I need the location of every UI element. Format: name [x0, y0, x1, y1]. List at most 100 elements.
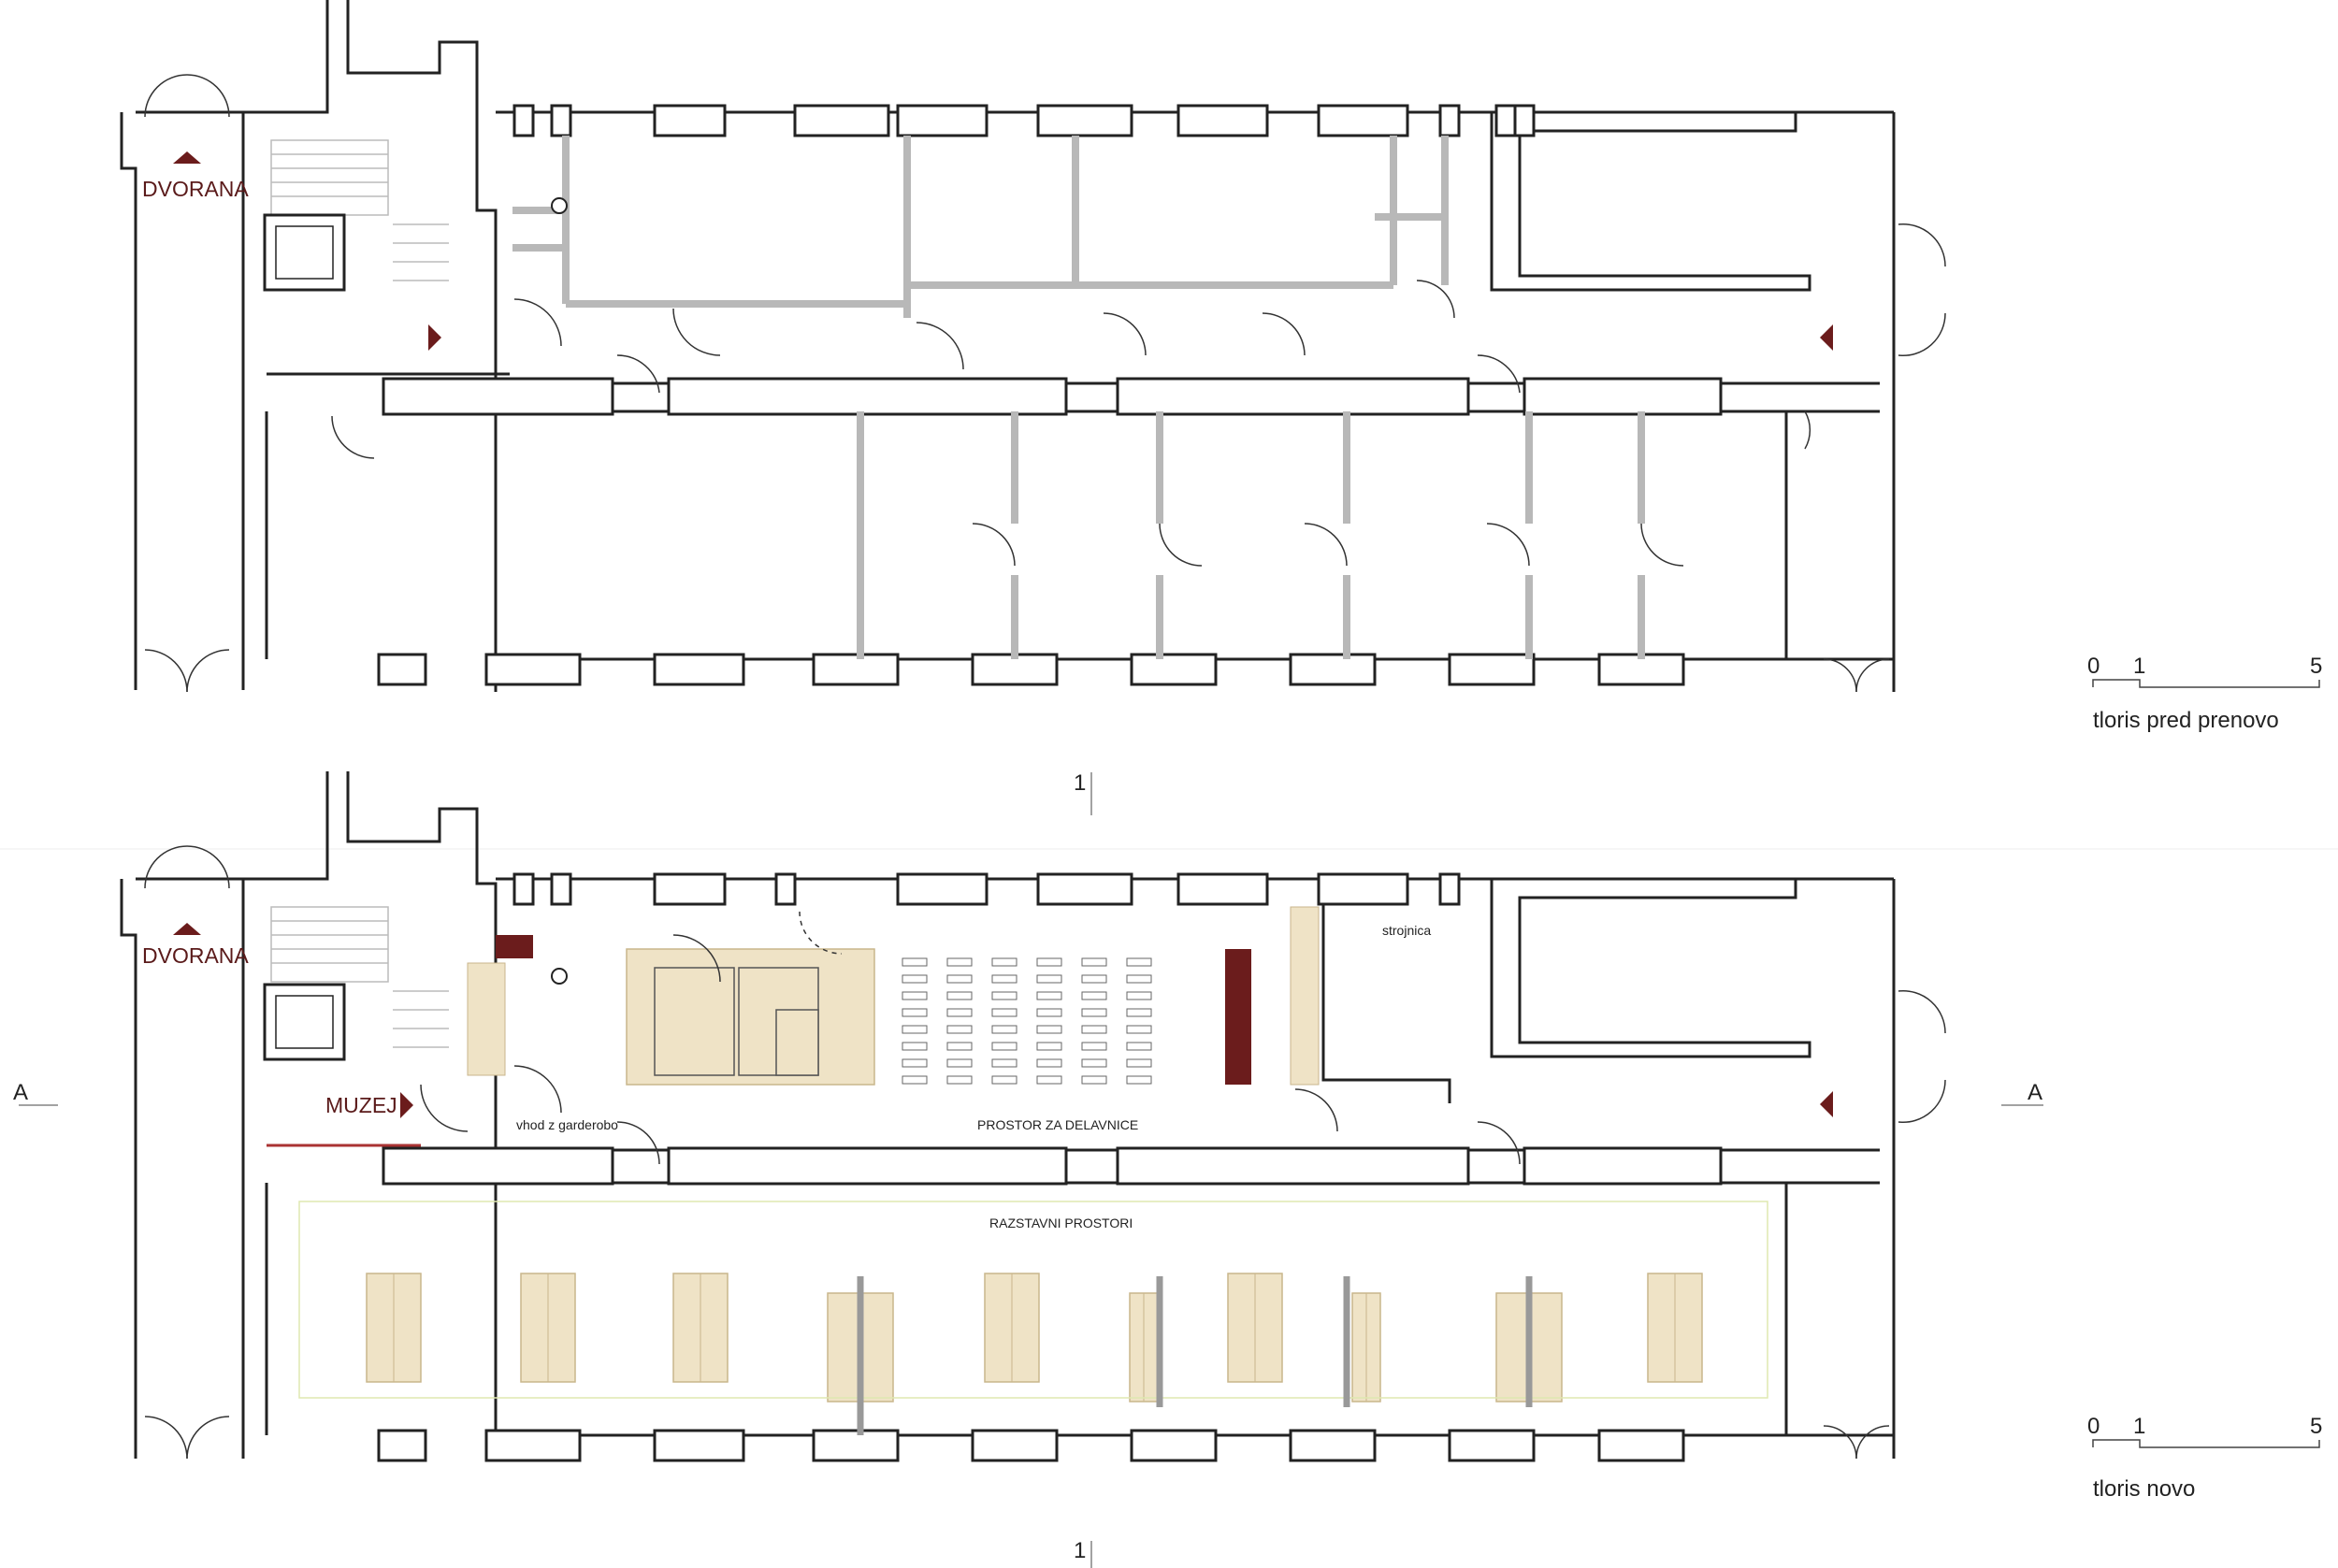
workshop-seat	[1081, 957, 1107, 967]
scale-bar-before: 0 1 5 tloris pred prenovo	[2087, 654, 2322, 733]
stair-annex-walls	[120, 0, 498, 692]
entrance-arrow-right-after	[1820, 1091, 1833, 1117]
section-mark-1-bottom: 1	[1074, 1538, 1086, 1563]
workshop-seat	[991, 1042, 1017, 1051]
elevator-shaft-after	[263, 983, 346, 1061]
workshop-space-label: PROSTOR ZA DELAVNICE	[977, 1117, 1138, 1132]
section-mark-a-right: A	[2001, 1080, 2043, 1106]
floor-plan-before-renovation: DVORANA 0 1 5 tloris pred prenovo 1	[120, 0, 2322, 815]
stair-after	[270, 906, 449, 1048]
workshop-seat	[1126, 974, 1152, 984]
hall-label-before: DVORANA	[142, 177, 249, 201]
workshop-seat	[946, 957, 973, 967]
workshop-seat	[1036, 991, 1062, 1000]
door-swings-before	[144, 74, 1946, 693]
workshop-seat	[1126, 957, 1152, 967]
workshop-seat	[991, 1008, 1017, 1017]
workshop-seat	[902, 1042, 928, 1051]
workshop-seat	[1081, 1058, 1107, 1068]
workshop-seat	[1126, 1042, 1152, 1051]
section-a-left-text: A	[13, 1080, 28, 1105]
column-marker	[551, 197, 568, 214]
workshop-seat	[1126, 1075, 1152, 1085]
machine-room-cabinet	[1290, 906, 1320, 1086]
stair-before	[270, 139, 449, 281]
entrance-arrow-left	[428, 324, 441, 351]
column-marker-after	[551, 968, 568, 985]
corridor-wall-segments-after	[382, 1146, 1723, 1186]
workshop-seat	[946, 991, 973, 1000]
corridor-wall-segments-before	[382, 377, 1723, 416]
section-mark-1-top: 1	[1074, 770, 1086, 796]
workshop-seat	[991, 1075, 1017, 1085]
workshop-seat	[1036, 1008, 1062, 1017]
workshop-seat	[902, 991, 928, 1000]
workshop-seat	[946, 974, 973, 984]
workshop-seat	[991, 1058, 1017, 1068]
hall-triangle-marker-after	[173, 923, 201, 935]
scale-caption-after: tloris novo	[2093, 1476, 2195, 1502]
window-piers-top-after	[512, 872, 1461, 906]
workshop-seat	[991, 957, 1017, 967]
stair-annex-walls-after	[120, 771, 498, 1459]
workshop-seat	[991, 991, 1017, 1000]
cloakroom-entrance-label: vhod z garderobo	[516, 1117, 618, 1132]
workshop-seat	[1036, 1058, 1062, 1068]
workshop-seat	[1081, 1008, 1107, 1017]
workshop-seat	[946, 1025, 973, 1034]
workshop-red-cabinet	[1225, 949, 1251, 1085]
entrance-arrow-right	[1820, 324, 1833, 351]
workshop-seating-grid	[902, 957, 1152, 1085]
workshop-seat	[946, 1075, 973, 1085]
workshop-seat	[1081, 1042, 1107, 1051]
workshop-seat	[1126, 1008, 1152, 1017]
workshop-seat	[1036, 1025, 1062, 1034]
museum-label: MUZEJ	[325, 1093, 397, 1117]
workshop-seat	[1126, 1058, 1152, 1068]
workshop-seat	[946, 1042, 973, 1051]
workshop-seat	[991, 1025, 1017, 1034]
scale-tick-5: 5	[2310, 654, 2322, 679]
window-piers-bottom-after	[377, 1429, 1685, 1462]
scale-tick-0: 0	[2087, 654, 2100, 679]
scale-tick-5-after: 5	[2310, 1414, 2322, 1439]
reception-desk	[496, 935, 533, 958]
workshop-seat	[946, 1058, 973, 1068]
cloakroom-counter	[467, 962, 506, 1076]
workshop-seat	[1036, 1042, 1062, 1051]
scale-tick-1: 1	[2133, 654, 2145, 679]
exhibition-tables	[366, 1273, 1703, 1403]
workshop-seat	[1081, 1075, 1107, 1085]
workshop-seat	[902, 1008, 928, 1017]
workshop-seat	[1036, 1075, 1062, 1085]
door-swings-after	[144, 845, 1946, 1460]
exhibition-zone-outline	[298, 1201, 1768, 1399]
workshop-seat	[1126, 991, 1152, 1000]
scale-caption-before: tloris pred prenovo	[2093, 708, 2279, 733]
workshop-seat	[1081, 1025, 1107, 1034]
workshop-seat	[902, 1058, 928, 1068]
section-mark-a-left: A	[13, 1080, 58, 1106]
workshop-seat	[1036, 957, 1062, 967]
machine-room-label: strojnica	[1382, 923, 1431, 938]
workshop-seat	[1081, 974, 1107, 984]
hall-label-after: DVORANA	[142, 943, 249, 968]
workshop-seat	[1036, 974, 1062, 984]
window-piers-top-before	[512, 104, 1536, 137]
old-partitions	[512, 136, 1645, 659]
scale-tick-0-after: 0	[2087, 1414, 2100, 1439]
elevator-shaft	[263, 213, 346, 292]
section-a-right-text: A	[2028, 1080, 2042, 1105]
exhibition-partitions	[857, 1276, 1533, 1435]
museum-arrow	[400, 1092, 413, 1118]
workshop-seat	[1081, 991, 1107, 1000]
workshop-seat	[902, 957, 928, 967]
scale-tick-1-after: 1	[2133, 1414, 2145, 1439]
workshop-seat	[902, 1025, 928, 1034]
workshop-seat	[1126, 1025, 1152, 1034]
workshop-seat	[902, 974, 928, 984]
toilet-block	[626, 948, 875, 1086]
exhibition-space-label: RAZSTAVNI PROSTORI	[989, 1216, 1133, 1230]
scale-bar-after: 0 1 5 tloris novo	[2087, 1414, 2322, 1502]
